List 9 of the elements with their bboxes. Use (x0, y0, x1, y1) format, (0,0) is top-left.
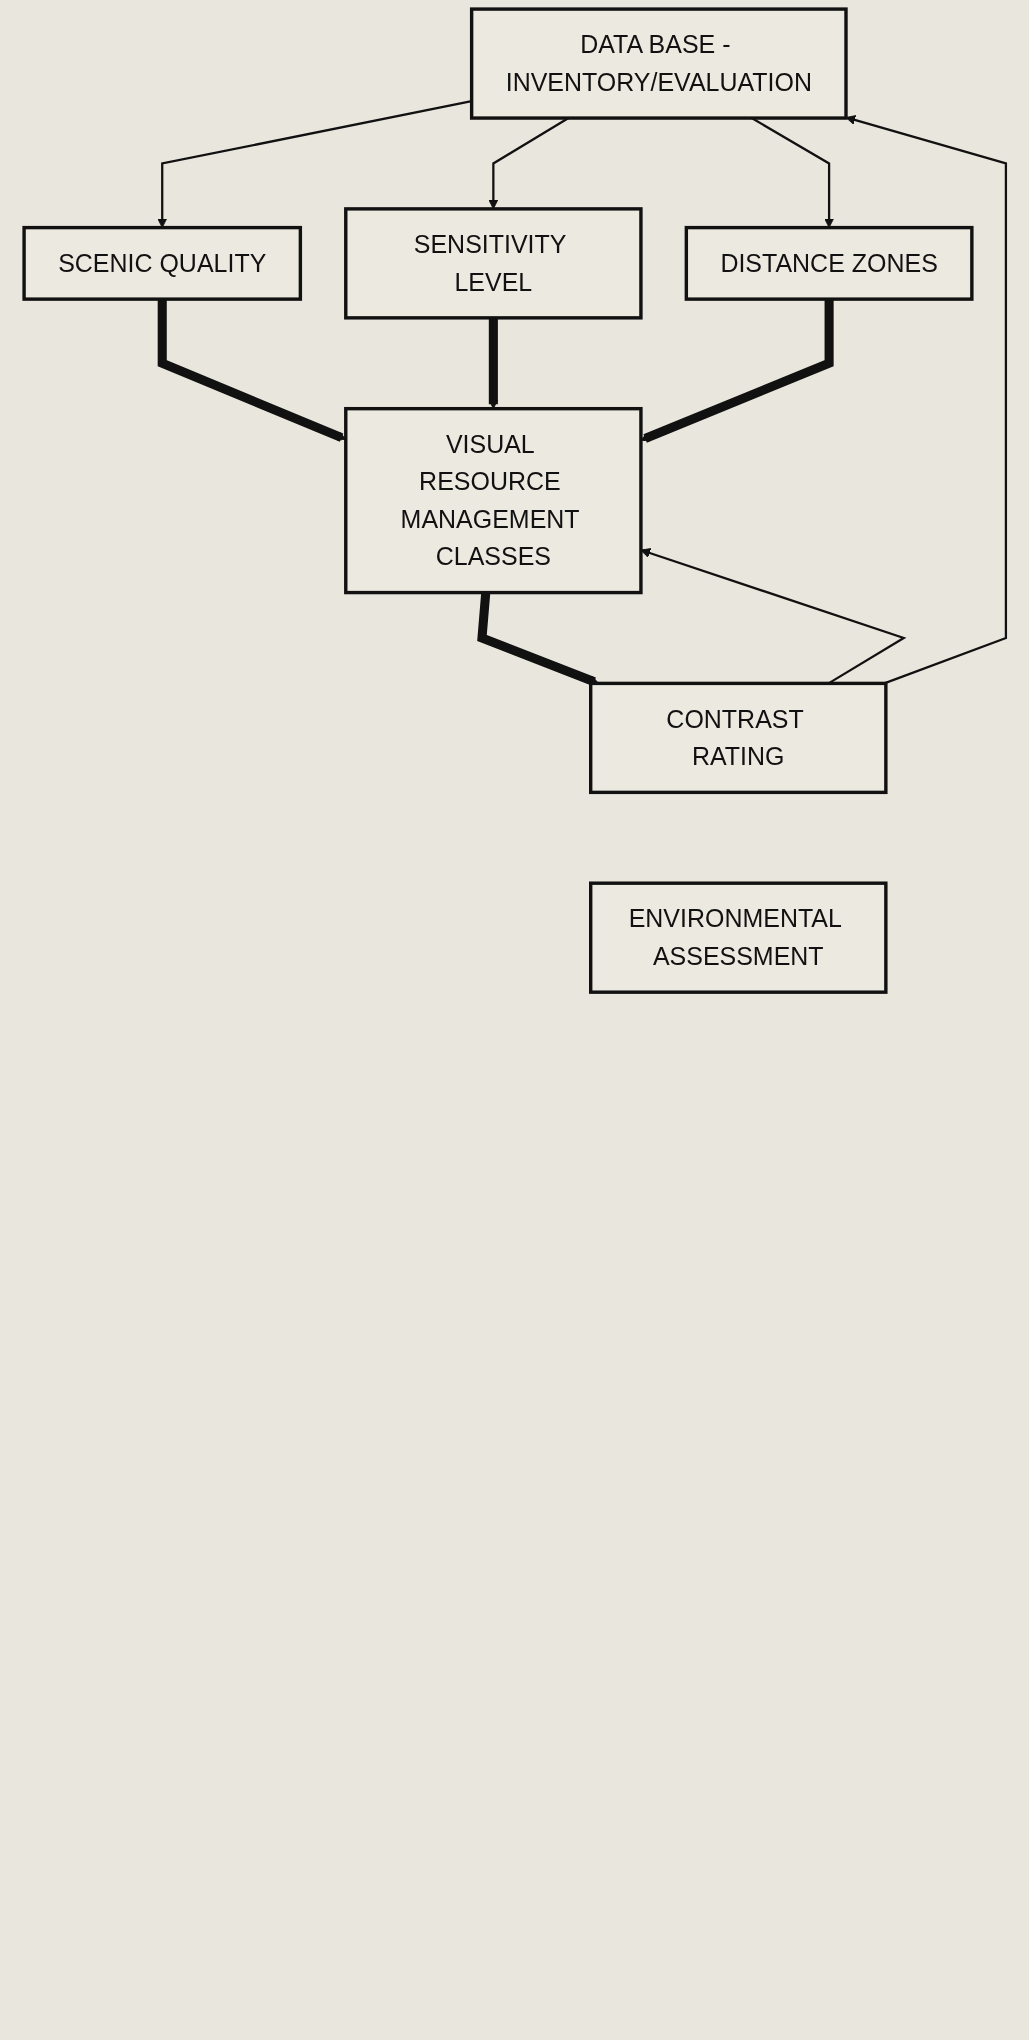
node-box: ENVIRONMENTAL ASSESSMENT (588, 881, 888, 994)
node-box: DISTANCE ZONES (684, 225, 974, 301)
arrow (845, 115, 1007, 685)
node-box: VISUAL RESOURCE MANAGEMENT CLASSES (343, 406, 643, 595)
node-box: DATA BASE - INVENTORY/EVALUATION (469, 7, 848, 120)
node-box: CONTRAST RATING (588, 681, 888, 795)
arrow (476, 592, 599, 686)
node-box: SCENIC QUALITY (21, 225, 302, 301)
node-box: SENSITIVITY LEVEL (343, 207, 643, 320)
